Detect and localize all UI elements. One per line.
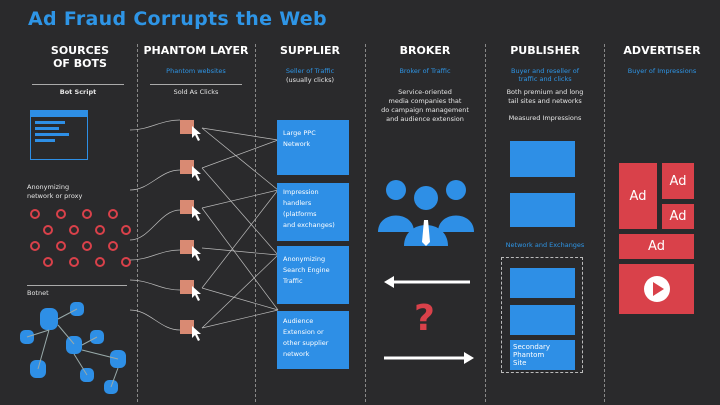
play-icon [643,275,671,303]
column-divider [485,44,486,402]
measured-impressions-label: Measured Impressions [488,114,602,123]
publisher-heading: PUBLISHER [488,44,602,57]
right-arrow-icon [384,350,474,366]
divider [32,84,124,85]
ad-tile: Ad [619,163,657,229]
advertiser-sub: Buyer of Impressions [607,67,717,75]
anonymizing-label: Anonymizing network or proxy [27,183,132,201]
proxy-nodes [27,204,132,276]
column-divider [604,44,605,402]
phantom-heading: PHANTOM LAYER [140,44,252,57]
video-ad-tile [619,264,694,314]
broker-people-icon [374,176,478,246]
phantom-sites [130,110,280,360]
left-arrow-icon [384,274,474,290]
broker-heading: BROKER [368,44,482,57]
sold-as-clicks-label: Sold As Clicks [150,88,242,97]
bot-script-label: Bot Script [32,88,124,97]
publisher-box [510,193,575,227]
bot-script-window [30,110,88,160]
advertiser-heading: ADVERTISER [607,44,717,57]
publisher-box [510,268,575,298]
supplier-sub: Seller of Traffic [258,67,362,75]
network-exchanges-label: Network and Exchanges [488,241,602,249]
ad-tile: Ad [662,204,694,229]
question-mark: ? [414,298,435,339]
publisher-box [510,305,575,335]
ad-tile: Ad [662,163,694,199]
broker-sub: Broker of Traffic [368,67,482,75]
supplier-sub2: (usually clicks) [258,76,362,85]
botnet-robots [10,300,140,402]
divider [27,285,127,286]
publisher-sub: Buyer and reseller of traffic and clicks [488,67,602,83]
publisher-box [510,141,575,177]
divider [150,84,242,85]
botnet-label: Botnet [27,289,49,298]
column-divider [365,44,366,402]
ad-tile: Ad [619,234,694,259]
sources-heading: SOURCES OF BOTS [40,44,120,70]
phantom-sub: Phantom websites [140,67,252,75]
supplier-heading: SUPPLIER [258,44,362,57]
page-title: Ad Fraud Corrupts the Web [28,8,327,30]
